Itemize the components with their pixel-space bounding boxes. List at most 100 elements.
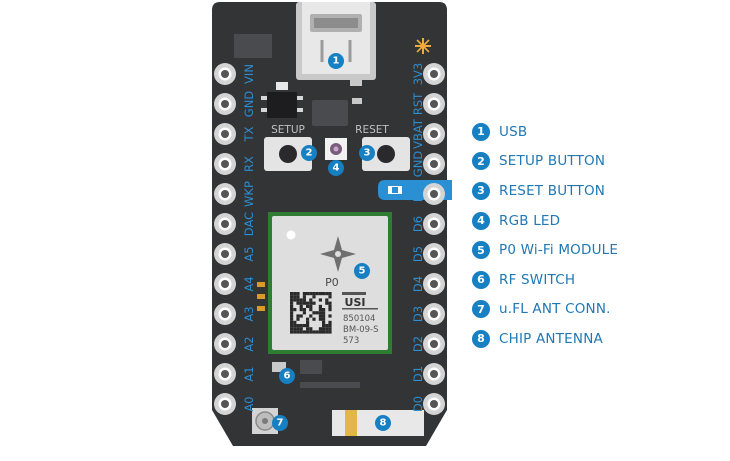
legend-label: RF SWITCH [499, 271, 576, 288]
reset-label: RESET [355, 124, 389, 136]
pin-label: RST [411, 92, 425, 115]
callout-badge: 7 [272, 415, 288, 431]
module-star-icon [320, 236, 356, 272]
callout-badge: 1 [328, 53, 344, 69]
pin-right [423, 93, 445, 115]
svg-text:3: 3 [364, 148, 371, 159]
legend-number-badge: 2 [472, 152, 490, 171]
legend-item: 6 RF SWITCH [472, 265, 712, 295]
module-name: P0 [325, 276, 339, 289]
usi-logo: USI [342, 292, 378, 310]
pin-left [214, 63, 236, 85]
pin-right [423, 393, 445, 415]
datamatrix [290, 292, 332, 334]
legend-number-badge: 8 [472, 329, 490, 348]
pin-label: D1 [411, 366, 425, 382]
regulator [261, 82, 303, 118]
photon-star-logo [415, 38, 431, 54]
pin-left [214, 363, 236, 385]
pin-label: GND [411, 151, 425, 178]
pin-label: D0 [411, 396, 425, 412]
callout-badge: 4 [328, 160, 344, 176]
pin-label: D5 [411, 246, 425, 262]
setup-button[interactable] [264, 137, 312, 171]
passive-component [257, 306, 265, 311]
legend-item: 8 CHIP ANTENNA [472, 324, 712, 354]
rgb-led [325, 138, 347, 160]
pin-label: D3 [411, 306, 425, 322]
pin-right [423, 183, 445, 205]
rf-switch [272, 360, 360, 388]
legend-number-badge: 5 [472, 241, 490, 260]
module-line2: BM-09-S [343, 325, 379, 335]
svg-text:8: 8 [380, 418, 387, 429]
legend-item: 5 P0 Wi-Fi MODULE [472, 235, 712, 265]
usi-text: USI [345, 296, 366, 309]
pin-label: 3V3 [411, 63, 425, 86]
callout-badges: 1 2 3 4 5 6 7 8 [272, 53, 391, 431]
pin-right [423, 213, 445, 235]
callout-badge: 5 [354, 263, 370, 279]
pin-left [214, 153, 236, 175]
pin-left [214, 213, 236, 235]
pin-right [423, 243, 445, 265]
pin-right [423, 333, 445, 355]
legend-label: USB [499, 123, 528, 140]
pin-right [423, 123, 445, 145]
module-line3: 573 [343, 336, 359, 346]
microcontroller [312, 100, 348, 126]
pin-label: D6 [411, 216, 425, 232]
passive-component [350, 78, 362, 86]
pin-label: D7 [411, 186, 425, 202]
pin-label: A4 [242, 276, 256, 291]
pin-left [214, 93, 236, 115]
pin-label: D2 [411, 336, 425, 352]
pin-right [423, 303, 445, 325]
legend-label: CHIP ANTENNA [499, 330, 603, 347]
callout-badge: 3 [359, 145, 375, 161]
pin-left [214, 243, 236, 265]
pin-label: WKP [242, 181, 256, 207]
callout-badge: 6 [279, 368, 295, 384]
pin-label: A1 [242, 366, 256, 381]
pin-left [214, 273, 236, 295]
legend-label: P0 Wi-Fi MODULE [499, 242, 619, 259]
pin-label: VIN [242, 64, 256, 84]
pin-left [214, 333, 236, 355]
pin-label: RX [242, 156, 256, 172]
pin-label: A3 [242, 306, 256, 321]
pin-right [423, 363, 445, 385]
legend-label: RESET BUTTON [499, 182, 606, 199]
pin-label: A0 [242, 396, 256, 411]
svg-text:2: 2 [306, 148, 313, 159]
wifi-module: P0 USI 850104 BM-09-S 573 [268, 212, 392, 354]
legend-number-badge: 7 [472, 300, 490, 319]
pin-right [423, 153, 445, 175]
pin-label: D4 [411, 276, 425, 292]
pin-label: GND [242, 91, 256, 118]
pin-label: DAC [242, 212, 256, 236]
pin-left [214, 183, 236, 205]
legend-number-badge: 6 [472, 270, 490, 289]
pin-right [423, 63, 445, 85]
pin-label: VBAT [411, 118, 425, 149]
reset-button[interactable] [362, 137, 410, 171]
pin-label: A2 [242, 336, 256, 351]
svg-text:7: 7 [277, 418, 284, 429]
top-left-chip [234, 34, 272, 58]
pin-left [214, 393, 236, 415]
svg-text:4: 4 [333, 163, 340, 174]
callout-badge: 2 [301, 145, 317, 161]
pin-label: TX [242, 126, 256, 142]
svg-text:6: 6 [284, 371, 291, 382]
